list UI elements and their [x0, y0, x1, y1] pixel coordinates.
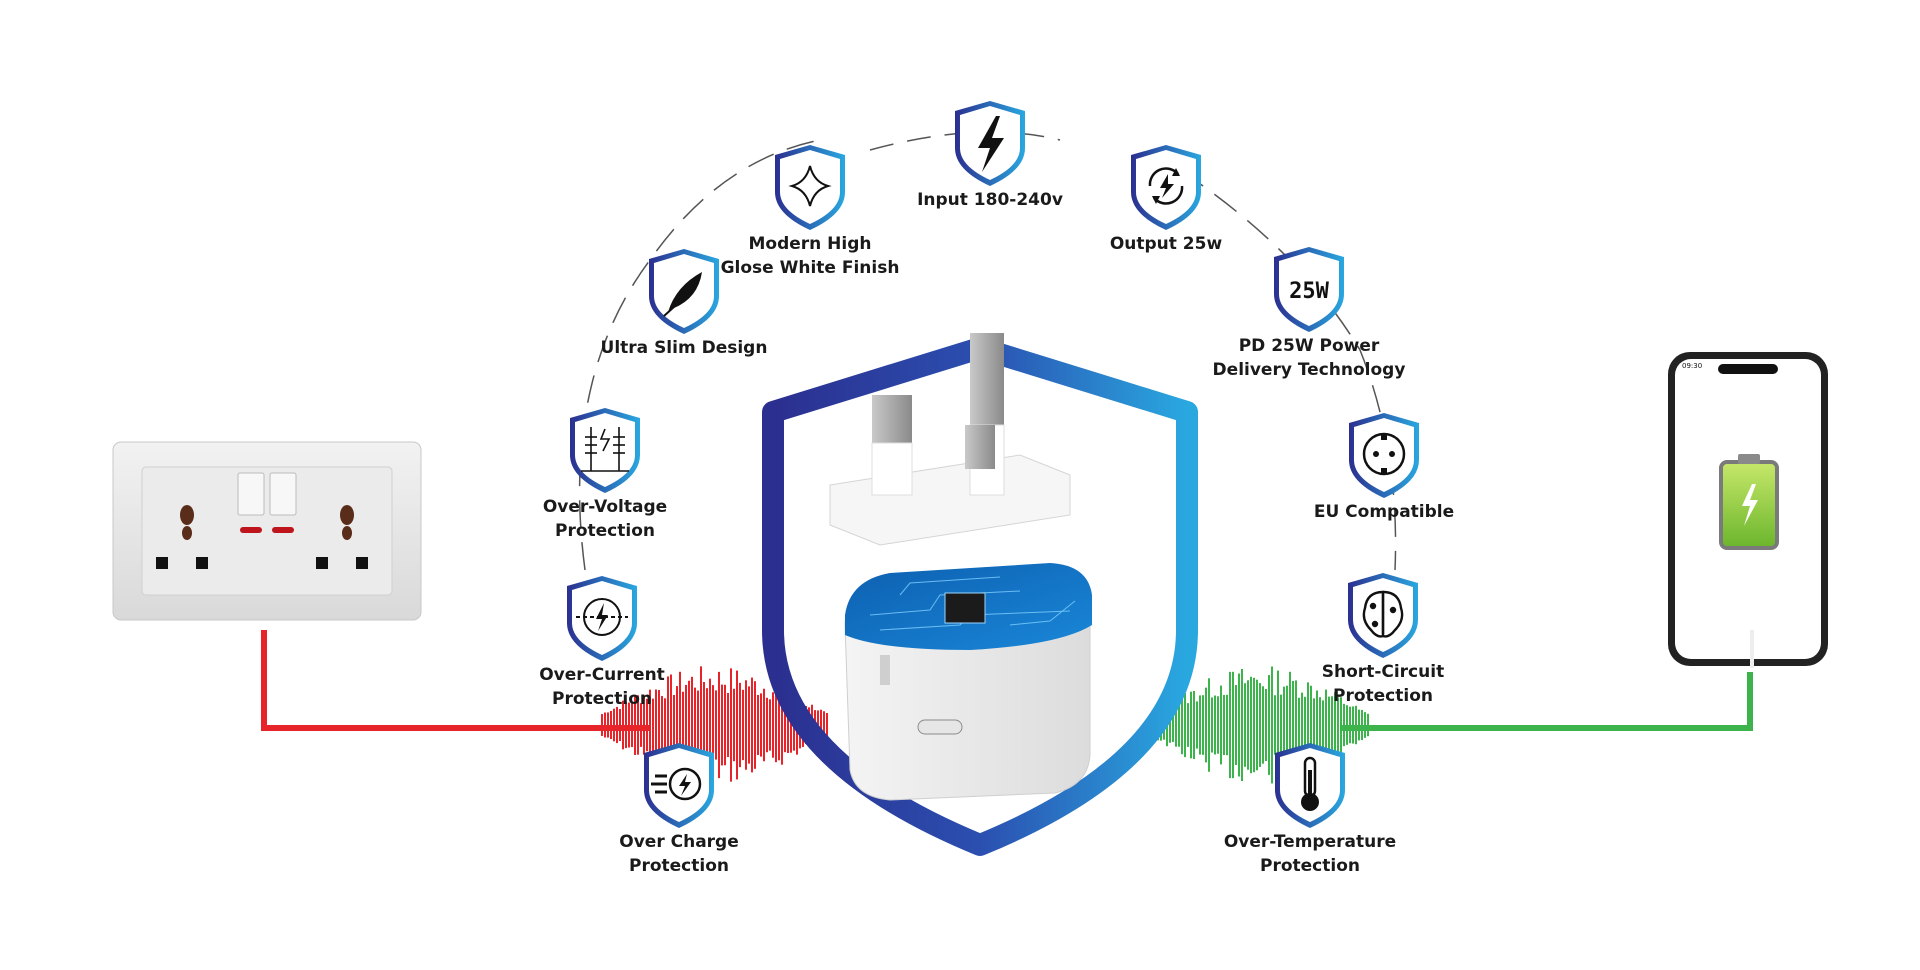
- arc-connector-top: [869, 131, 1061, 151]
- output-power-line: [1340, 672, 1753, 731]
- output-label: Output 25w: [1109, 234, 1223, 254]
- input-surge-wave: [601, 666, 828, 784]
- feature-overtemp: Over-Temperature Protection: [1210, 740, 1410, 878]
- overcharge-label-line2: Protection: [629, 856, 729, 876]
- pd-label-line1: PD 25W Power: [1238, 336, 1380, 356]
- shortcircuit-label-line2: Protection: [1333, 686, 1433, 706]
- arc-connector-right: [1179, 169, 1397, 571]
- 25w-badge-icon: 25W: [1274, 247, 1344, 332]
- lightning-bolt-icon: [955, 101, 1025, 186]
- overtemp-label-line1: Over-Temperature: [1223, 832, 1397, 852]
- charger-image: [820, 325, 1150, 805]
- phone-time: 09:30: [1682, 362, 1703, 370]
- feature-output: Output 25w: [1076, 142, 1256, 256]
- feature-overcharge: Over Charge Protection: [589, 740, 769, 878]
- circuit-brain-icon: [1348, 573, 1418, 658]
- feature-shortcircuit: Short-Circuit Protection: [1293, 570, 1473, 708]
- overtemp-label-line2: Protection: [1260, 856, 1360, 876]
- voltage-components-icon: [570, 408, 640, 493]
- slim-label: Ultra Slim Design: [600, 338, 768, 358]
- power-cycle-icon: [1131, 145, 1201, 230]
- eu-socket-icon: [1349, 413, 1419, 498]
- feather-icon: [649, 249, 719, 334]
- overvoltage-label-line1: Over-Voltage: [542, 497, 668, 517]
- input-power-line: [261, 630, 650, 731]
- feature-eu: EU Compatible: [1294, 410, 1474, 524]
- shortcircuit-label-line1: Short-Circuit: [1321, 662, 1445, 682]
- feature-overvoltage: Over-Voltage Protection: [515, 405, 695, 543]
- feature-finish: Modern High Glose White Finish: [720, 142, 900, 280]
- eu-label: EU Compatible: [1313, 502, 1455, 522]
- central-shield: [755, 330, 1205, 860]
- finish-label-line2: Glose White Finish: [720, 258, 900, 278]
- sparkle-star-icon: [775, 145, 845, 230]
- wall-socket: [112, 441, 422, 621]
- smartphone: 09:30: [1666, 350, 1830, 670]
- current-flow-icon: [567, 576, 637, 661]
- fast-charge-icon: [644, 743, 714, 828]
- pd-label-line2: Delivery Technology: [1212, 360, 1406, 380]
- thermometer-icon: [1275, 743, 1345, 828]
- feature-slim: Ultra Slim Design: [594, 246, 774, 360]
- feature-overcurrent: Over-Current Protection: [512, 573, 692, 711]
- overcurrent-label-line1: Over-Current: [539, 665, 665, 685]
- finish-label-line1: Modern High: [748, 234, 872, 254]
- feature-pd25w: 25W PD 25W Power Delivery Technology: [1209, 244, 1409, 382]
- pd-badge-text: 25W: [1289, 279, 1329, 304]
- overcurrent-label-line2: Protection: [552, 689, 652, 709]
- overcharge-label-line1: Over Charge: [619, 832, 739, 852]
- input-label: Input 180-240v: [917, 190, 1063, 210]
- feature-input: Input 180-240v: [900, 98, 1080, 212]
- overvoltage-label-line2: Protection: [555, 521, 655, 541]
